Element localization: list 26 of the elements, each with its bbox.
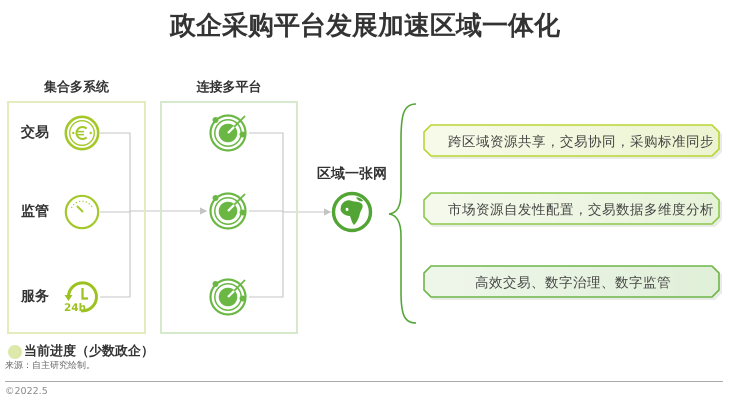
radar-icon xyxy=(207,190,249,232)
connector-arrow xyxy=(100,208,207,298)
icon-caption: 24h xyxy=(64,302,86,315)
globe-icon xyxy=(331,191,373,233)
clock-arrow-icon xyxy=(64,279,100,315)
gauge-icon xyxy=(64,194,100,230)
feature-banner xyxy=(423,124,723,160)
banner-text: 高效交易、数字治理、数字监管 xyxy=(475,274,671,292)
item-label: 交易 xyxy=(21,124,49,142)
radar-icon xyxy=(207,112,249,154)
feature-banner xyxy=(423,265,723,301)
banner-text: 市场资源自发性配置，交易数据多维度分析 xyxy=(448,202,714,218)
connector-arrow xyxy=(249,208,331,298)
banner-text: 跨区域资源共享，交易协同，采购标准同步 xyxy=(448,134,714,150)
group-heading: 连接多平台 xyxy=(196,80,262,96)
group-heading: 集合多系统 xyxy=(44,80,109,96)
radar-icon xyxy=(207,276,249,318)
legend-text: 当前进度（少数政企） xyxy=(24,344,154,360)
item-label: 区域一张网 xyxy=(317,166,387,183)
euro-coin-icon xyxy=(64,115,100,151)
item-label: 监管 xyxy=(21,204,49,220)
copyright-note: ©2022.5 xyxy=(5,386,48,398)
feature-banner xyxy=(423,192,723,228)
diagram-title: 政企采购平台发展加速区域一体化 xyxy=(170,11,560,42)
item-label: 服务 xyxy=(21,288,49,306)
source-note: 来源：自主研究绘制。 xyxy=(5,361,95,372)
